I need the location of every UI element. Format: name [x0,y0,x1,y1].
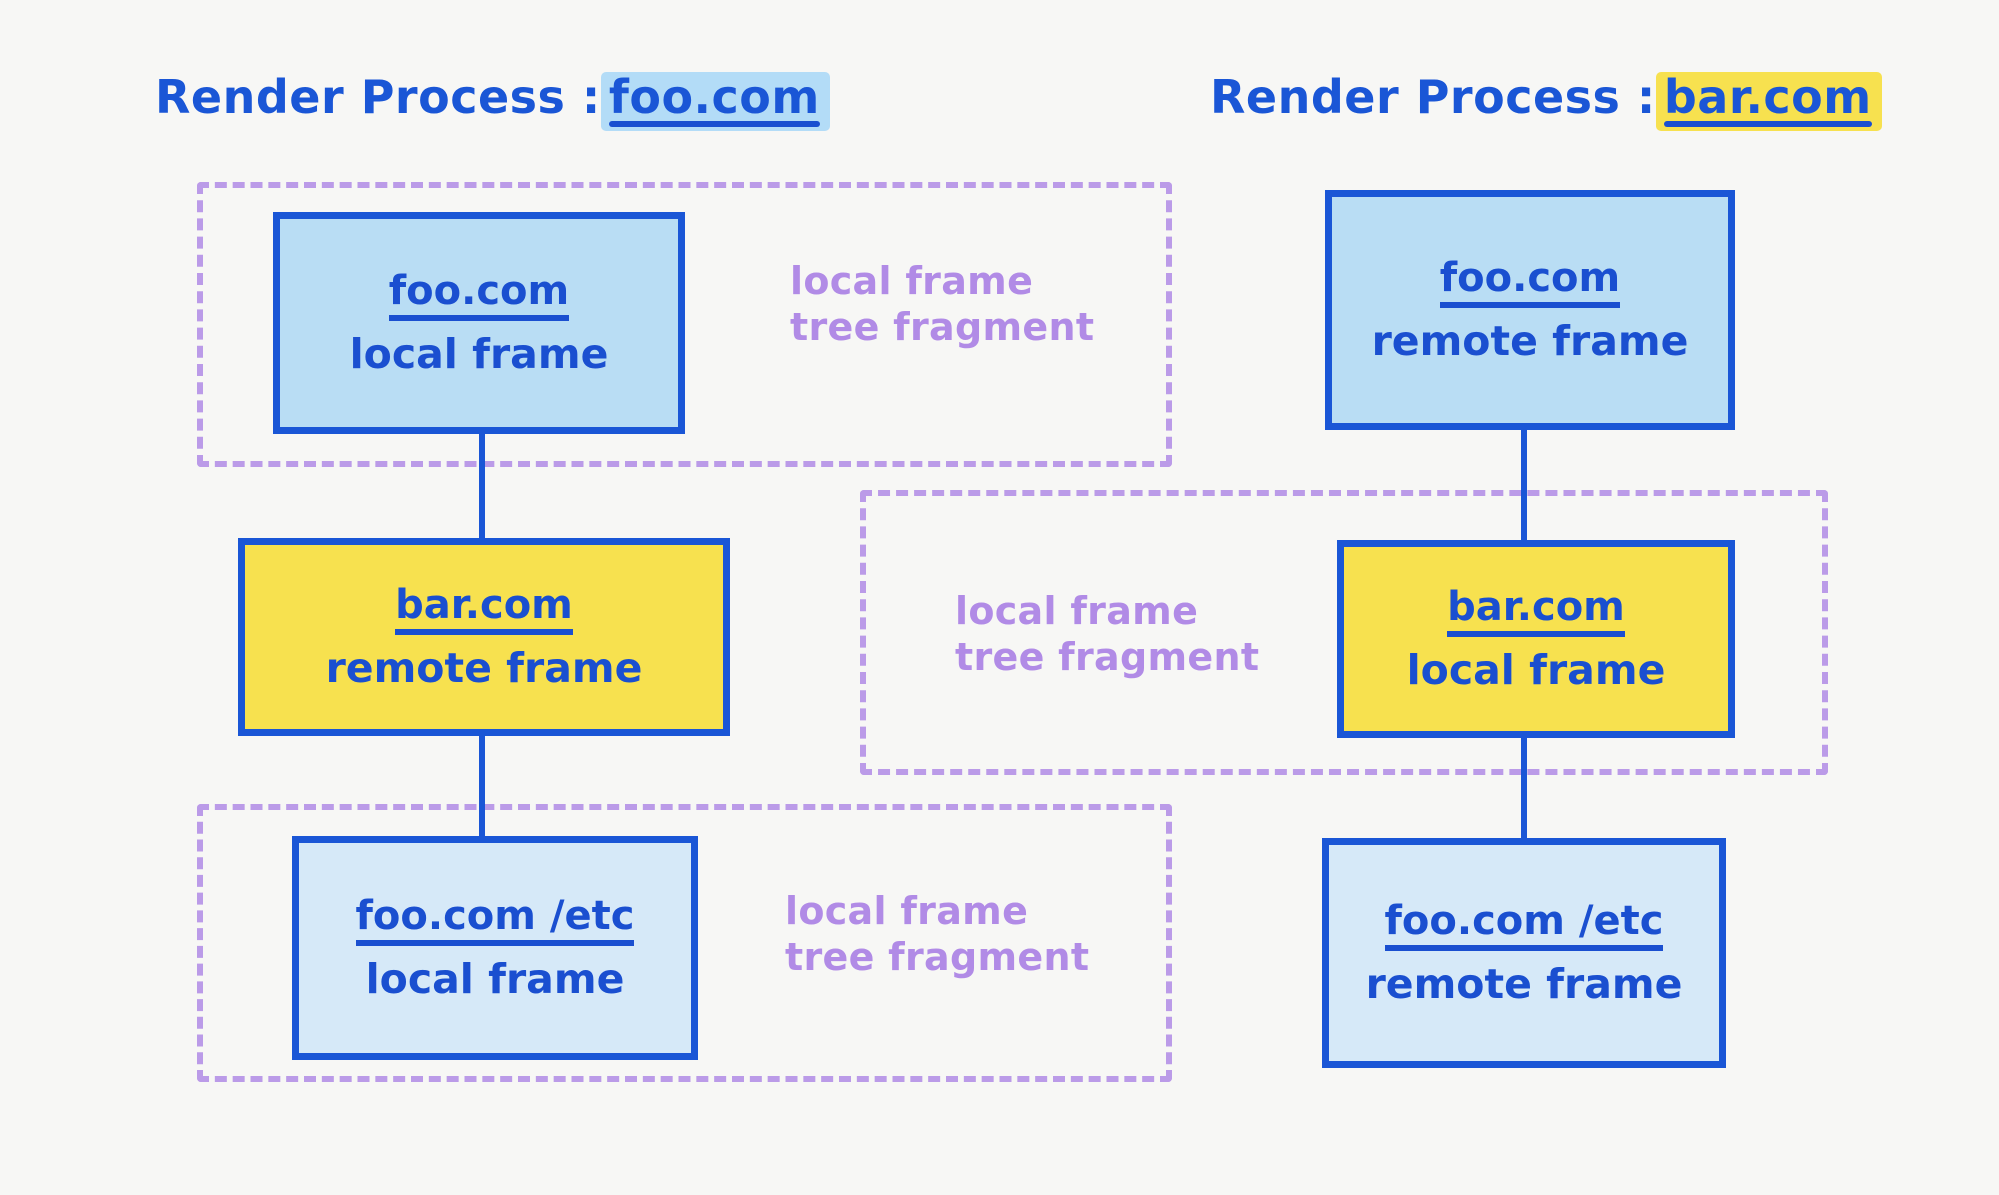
frame-box-right-2-url: bar.com [1447,586,1625,637]
frame-box-left-1-kind: local frame [349,329,609,378]
fragment-region-top-left [197,182,1172,467]
fragment-region-middle [860,490,1828,775]
frame-box-left-2[interactable]: bar.com remote frame [238,538,730,736]
frame-box-right-1-kind: remote frame [1371,316,1689,365]
frame-box-left-3-kind: local frame [365,954,625,1003]
frame-box-right-2-kind: local frame [1406,645,1666,694]
process-title-left-value: foo.com [608,70,820,124]
frame-box-left-1[interactable]: foo.com local frame [273,212,685,434]
connector-right-2-3 [1521,730,1527,848]
connector-right-1-2 [1521,428,1527,550]
fragment-label-middle: local frame tree fragment [955,589,1260,680]
process-title-left-prefix: Render Process : [155,70,601,124]
process-title-left-highlight: foo.com [600,70,830,131]
frame-box-right-3[interactable]: foo.com /etc remote frame [1322,838,1726,1068]
frame-box-left-2-url: bar.com [395,584,573,635]
frame-box-right-1[interactable]: foo.com remote frame [1325,190,1735,430]
frame-box-left-1-url: foo.com [388,270,570,321]
frame-box-right-3-url: foo.com /etc [1384,900,1664,951]
underline-stroke [608,121,820,127]
fragment-label-top-left: local frame tree fragment [790,259,1095,350]
process-title-right: Render Process : bar.com [1210,72,1882,131]
frame-box-right-2[interactable]: bar.com local frame [1337,540,1735,738]
process-title-right-value: bar.com [1663,70,1872,124]
process-title-right-highlight: bar.com [1655,70,1882,131]
connector-left-1-2 [479,432,485,542]
frame-box-left-3-url: foo.com /etc [355,895,635,946]
process-title-right-prefix: Render Process : [1210,70,1656,124]
process-title-left: Render Process : foo.com [155,72,830,131]
fragment-label-bottom-left: local frame tree fragment [785,889,1090,980]
underline-stroke [1663,121,1872,127]
frame-box-left-2-kind: remote frame [325,643,643,692]
frame-box-right-1-url: foo.com [1439,257,1621,308]
frame-box-left-3[interactable]: foo.com /etc local frame [292,836,698,1060]
fragment-region-bottom-left [197,804,1172,1082]
frame-box-right-3-kind: remote frame [1365,959,1683,1008]
connector-left-2-3 [479,732,485,842]
